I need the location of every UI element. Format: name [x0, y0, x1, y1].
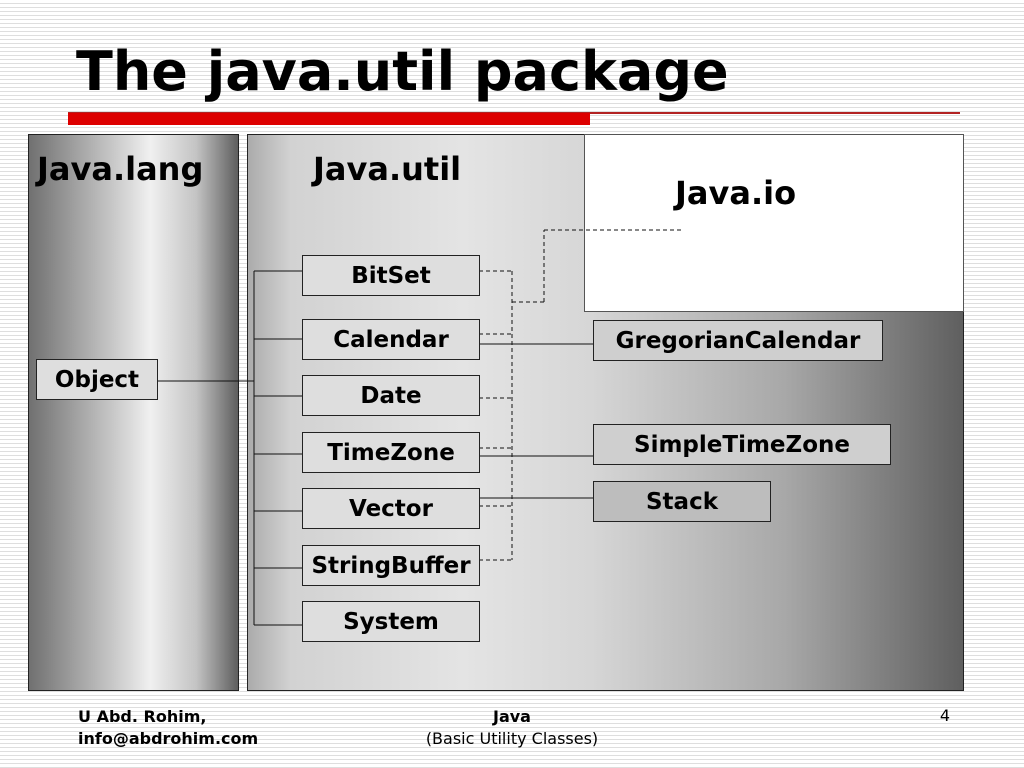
java-io-label: Java.io	[675, 174, 797, 212]
java-util-label: Java.util	[313, 150, 462, 188]
java-lang-panel	[28, 134, 239, 691]
footer-topic: (Basic Utility Classes)	[425, 729, 599, 748]
class-box-calendar: Calendar	[302, 319, 480, 360]
footer-author: U Abd. Rohim,	[78, 707, 207, 726]
class-box-vector: Vector	[302, 488, 480, 529]
class-box-simpletimezone: SimpleTimeZone	[593, 424, 891, 465]
slide-title: The java.util package	[76, 40, 729, 103]
footer-course-block: Java (Basic Utility Classes)	[412, 706, 612, 750]
class-box-date: Date	[302, 375, 480, 416]
footer-author-block: U Abd. Rohim, info@abdrohim.com	[78, 706, 258, 750]
footer-email: info@abdrohim.com	[78, 729, 259, 748]
class-box-stringbuffer: StringBuffer	[302, 545, 480, 586]
java-lang-label: Java.lang	[37, 150, 204, 188]
class-box-object: Object	[36, 359, 158, 400]
class-box-system: System	[302, 601, 480, 642]
class-box-timezone: TimeZone	[302, 432, 480, 473]
footer-course: Java	[493, 707, 531, 726]
class-box-gregoriancalendar: GregorianCalendar	[593, 320, 883, 361]
java-io-panel	[584, 134, 964, 312]
class-box-bitset: BitSet	[302, 255, 480, 296]
title-accent-bar	[68, 113, 590, 125]
class-box-stack: Stack	[593, 481, 771, 522]
page-number: 4	[939, 706, 950, 725]
